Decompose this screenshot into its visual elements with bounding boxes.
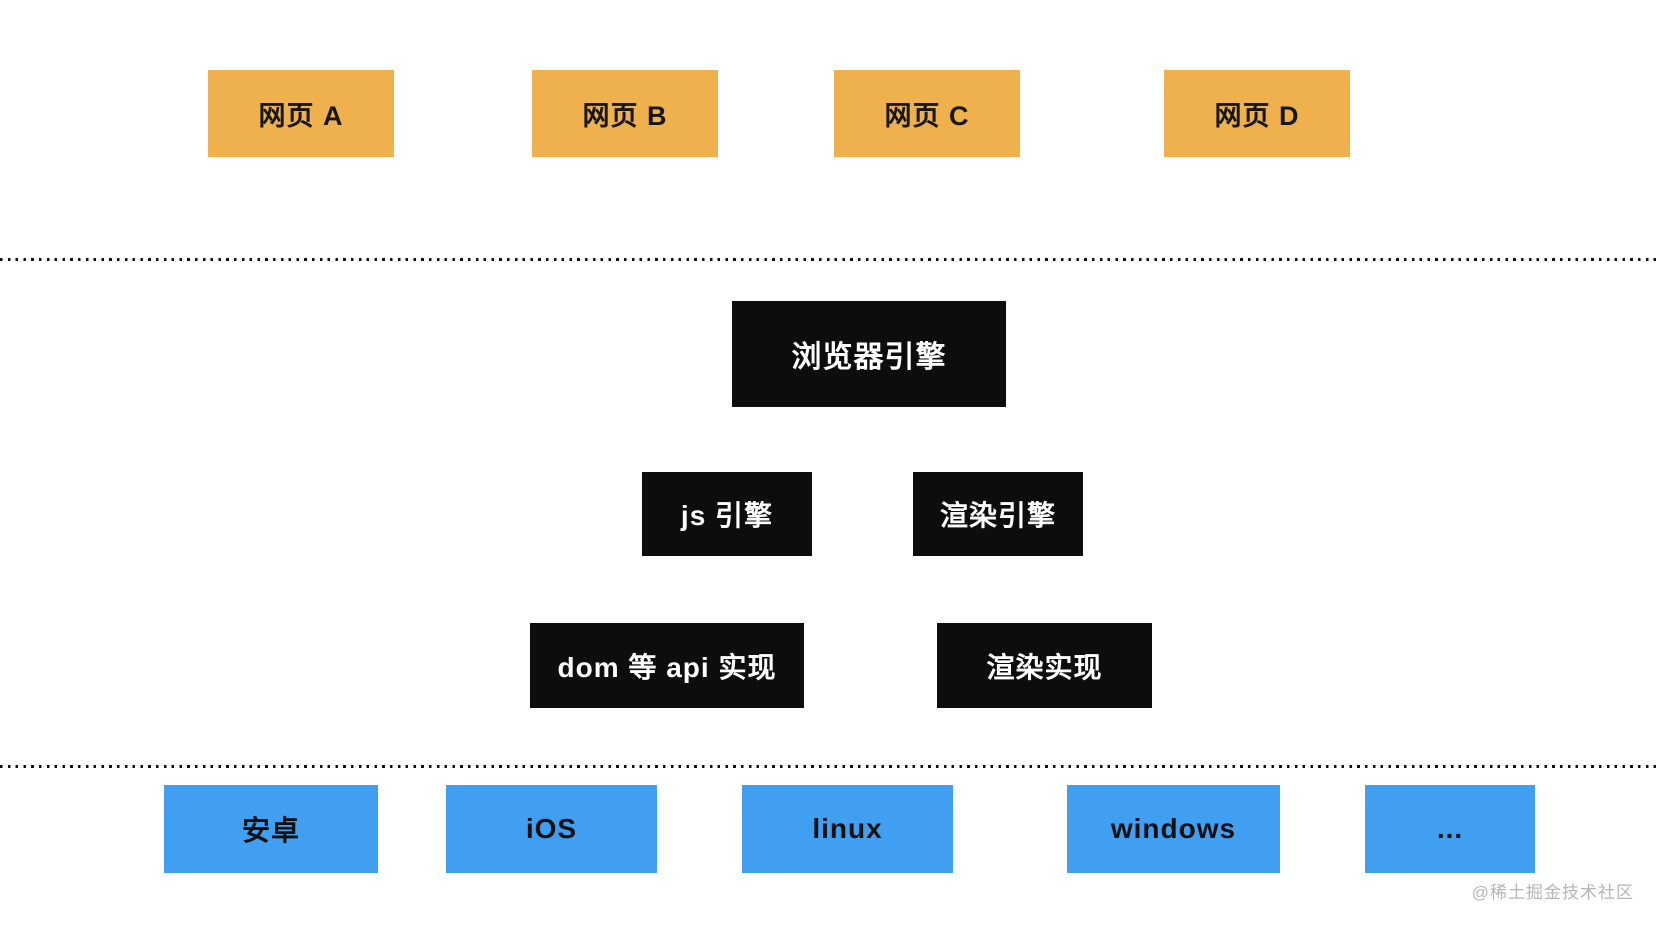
platform-more-node: ... [1365, 785, 1535, 873]
web-page-b-node: 网页 B [532, 70, 718, 157]
dom-api-implementation-node: dom 等 api 实现 [530, 623, 804, 708]
web-page-a-node: 网页 A [208, 70, 394, 157]
rendering-engine-node: 渲染引擎 [913, 472, 1083, 556]
browser-engine-node: 浏览器引擎 [732, 301, 1006, 407]
platform-android-node: 安卓 [164, 785, 378, 873]
platform-linux-node: linux [742, 785, 953, 873]
web-page-c-node: 网页 C [834, 70, 1020, 157]
dotted-divider-bottom [0, 765, 1656, 768]
dotted-divider-top [0, 258, 1656, 261]
watermark: @稀土掘金技术社区 [1471, 883, 1634, 902]
rendering-implementation-node: 渲染实现 [937, 623, 1152, 708]
platform-ios-node: iOS [446, 785, 657, 873]
js-engine-node: js 引擎 [642, 472, 812, 556]
platform-windows-node: windows [1067, 785, 1280, 873]
web-page-d-node: 网页 D [1164, 70, 1350, 157]
